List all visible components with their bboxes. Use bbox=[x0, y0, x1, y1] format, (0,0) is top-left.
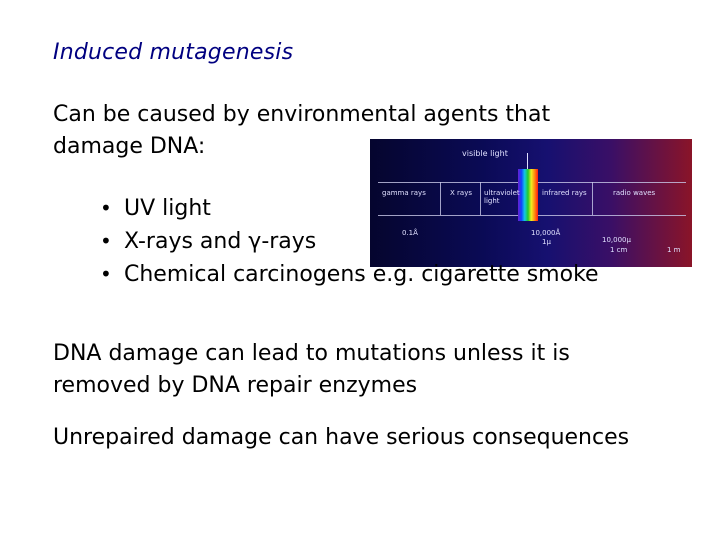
electromagnetic-spectrum-figure: visible light gamma rays X rays ultravio… bbox=[370, 139, 692, 267]
bullet-text: UV light bbox=[124, 196, 211, 221]
bullet-dot: • bbox=[100, 229, 112, 253]
band-label: gamma rays bbox=[382, 189, 426, 197]
scale-label: 1μ bbox=[542, 238, 551, 246]
bullet-item: • Chemical carcinogens e.g. cigarette sm… bbox=[100, 258, 599, 291]
bullet-item: • X-rays and γ-rays bbox=[100, 225, 599, 258]
band-label: ultraviolet light bbox=[484, 189, 520, 205]
scale-label: 10,000Å bbox=[531, 229, 561, 237]
bullet-item: • UV light bbox=[100, 192, 599, 225]
band-label: infrared rays bbox=[542, 189, 587, 197]
scale-label: 0.1Å bbox=[402, 229, 418, 237]
band-divider bbox=[592, 182, 593, 215]
band-divider bbox=[440, 182, 441, 215]
bullet-text: Chemical carcinogens e.g. cigarette smok… bbox=[124, 262, 599, 287]
visible-light-pointer bbox=[527, 153, 528, 169]
bullet-list: • UV light • X-rays and γ-rays • Chemica… bbox=[100, 192, 599, 291]
scale-label: 10,000μ bbox=[602, 236, 631, 244]
band-label: X rays bbox=[450, 189, 472, 197]
band-label: radio waves bbox=[613, 189, 656, 197]
band-divider bbox=[480, 182, 481, 215]
visible-light-band bbox=[518, 169, 538, 221]
slide-title: Induced mutagenesis bbox=[53, 40, 294, 65]
scale-label: 1 m bbox=[667, 246, 681, 254]
bullet-dot: • bbox=[100, 262, 112, 286]
intro-text: Can be caused by environmental agents th… bbox=[53, 102, 551, 159]
unrepaired-damage-text: Unrepaired damage can have serious conse… bbox=[53, 425, 630, 450]
visible-light-label: visible light bbox=[462, 149, 508, 158]
dna-damage-text: DNA damage can lead to mutations unless … bbox=[53, 341, 570, 398]
scale-label: 1 cm bbox=[610, 246, 628, 254]
bullet-text: X-rays and γ-rays bbox=[124, 229, 317, 254]
bullet-dot: • bbox=[100, 196, 112, 220]
